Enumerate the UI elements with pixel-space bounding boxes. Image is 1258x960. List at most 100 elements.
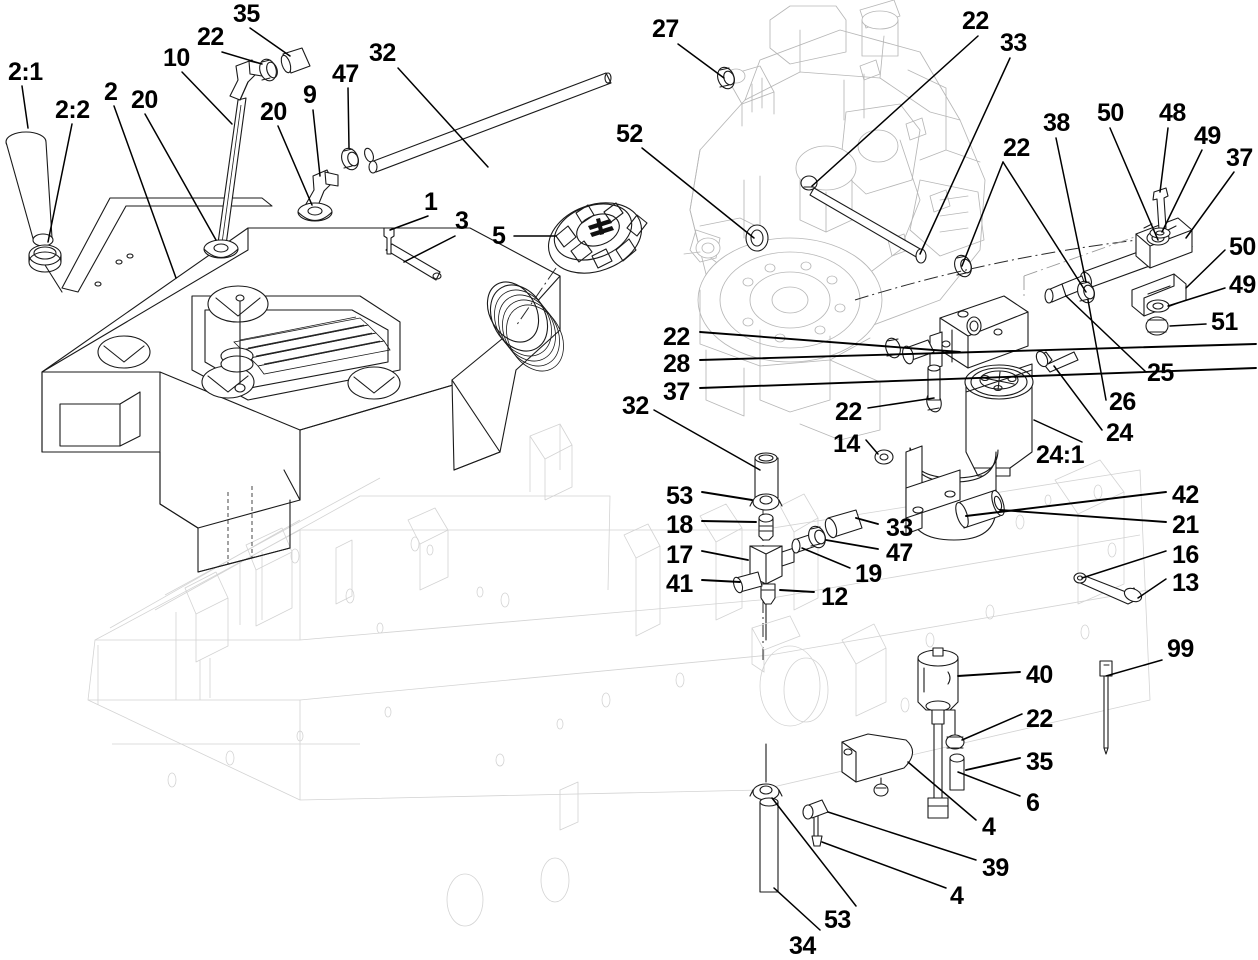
callout-39: 39 — [982, 854, 1009, 882]
grommet-20a — [203, 239, 239, 259]
callout-35: 35 — [233, 0, 260, 28]
frame-tab-lower — [751, 615, 801, 673]
clamp-41 — [732, 571, 763, 594]
callout-22: 22 — [1003, 134, 1030, 162]
pin-22e — [927, 364, 941, 401]
callout-22: 22 — [663, 323, 690, 351]
callout-25: 25 — [1147, 359, 1174, 387]
callout-20: 20 — [131, 86, 158, 114]
callout-38: 38 — [1043, 109, 1070, 137]
callout-21: 21 — [1172, 511, 1199, 539]
callout-47: 47 — [332, 60, 359, 88]
nut-22a — [259, 58, 278, 82]
callout-24-1: 24:1 — [1036, 441, 1085, 469]
tank-filler-neck — [486, 281, 564, 372]
callout-40: 40 — [1026, 661, 1053, 689]
long-fuel-hose-32 — [368, 72, 612, 174]
dipstick-handle — [5, 131, 54, 247]
callout-19: 19 — [855, 560, 882, 588]
nut-22c — [954, 254, 972, 278]
callout-2: 2 — [104, 78, 118, 106]
screw-1 — [383, 227, 395, 255]
tube-34 — [759, 797, 779, 893]
leader-lines — [21, 27, 1257, 931]
callout-20: 20 — [260, 98, 287, 126]
callout-37: 37 — [663, 378, 690, 406]
callout-16: 16 — [1172, 541, 1199, 569]
elbow-fitting-9 — [305, 169, 339, 209]
callout-22: 22 — [962, 7, 989, 35]
callout-49: 49 — [1194, 122, 1221, 150]
callout-41: 41 — [666, 570, 693, 598]
callout-35: 35 — [1026, 748, 1053, 776]
grommet-2-2 — [28, 244, 62, 273]
fuel-filter-bracket — [929, 295, 1029, 371]
callout-12: 12 — [821, 583, 848, 611]
callout-52: 52 — [616, 120, 643, 148]
fuel-line-10 — [217, 97, 247, 246]
callout-13: 13 — [1172, 569, 1199, 597]
callout-14: 14 — [833, 430, 860, 458]
rod-33a — [809, 187, 927, 264]
callout-4: 4 — [982, 813, 996, 841]
callout-10: 10 — [163, 44, 190, 72]
fuel-pump-40 — [917, 647, 959, 819]
callout-48: 48 — [1159, 99, 1186, 127]
shield-plate-6 — [841, 733, 914, 783]
tube-32b — [754, 452, 779, 499]
nut-47b — [808, 525, 826, 549]
callout-47: 47 — [886, 539, 913, 567]
nut-47a — [341, 147, 359, 171]
callout-22: 22 — [1026, 705, 1053, 733]
callout-49: 49 — [1229, 271, 1256, 299]
chassis-frame — [87, 423, 1151, 927]
callout-17: 17 — [666, 541, 693, 569]
fuel-filter-24-1 — [964, 363, 1034, 477]
callout-2-2: 2:2 — [55, 96, 90, 124]
callout-2-1: 2:1 — [8, 58, 43, 86]
callout-53: 53 — [666, 482, 693, 510]
nut-51 — [1145, 316, 1169, 336]
callout-32: 32 — [369, 39, 396, 67]
callout-27: 27 — [652, 15, 679, 43]
callout-3: 3 — [455, 207, 469, 235]
clamp-53a — [749, 493, 783, 511]
callout-42: 42 — [1172, 481, 1199, 509]
washer-16 — [1073, 572, 1087, 584]
bolt-24 — [1035, 350, 1079, 373]
nut-22f — [945, 734, 965, 750]
screw-4b — [811, 835, 823, 847]
engine-assembly — [683, 0, 986, 441]
callout-6: 6 — [1026, 789, 1040, 817]
fitting-18 — [758, 513, 774, 541]
callout-33: 33 — [1000, 29, 1027, 57]
fitting-12 — [760, 583, 776, 605]
fitting-25 — [1044, 275, 1087, 304]
callout-4: 4 — [950, 882, 964, 910]
callout-5: 5 — [492, 222, 506, 250]
callout-26: 26 — [1109, 388, 1136, 416]
callout-1: 1 — [424, 188, 438, 216]
hose-35b — [949, 753, 965, 791]
spacer-21 — [955, 489, 1005, 529]
callout-24: 24 — [1106, 419, 1133, 447]
washer-14 — [874, 449, 894, 465]
grommet-20b — [297, 202, 333, 222]
callout-9: 9 — [303, 81, 317, 109]
elbow-fitting-9a — [229, 59, 263, 101]
hose-35a — [280, 47, 311, 74]
hose-33b — [824, 509, 863, 539]
screw-39 — [802, 799, 829, 837]
callout-50: 50 — [1229, 233, 1256, 261]
callout-28: 28 — [663, 350, 690, 378]
callout-51: 51 — [1211, 308, 1238, 336]
tank-mount-plate — [61, 197, 273, 293]
fuel-tank — [41, 227, 564, 573]
nut-27 — [717, 66, 735, 90]
nut-52 — [745, 224, 769, 252]
callout-37: 37 — [1226, 144, 1253, 172]
fitting-22b — [800, 175, 818, 191]
bolt-48 — [1152, 187, 1169, 231]
